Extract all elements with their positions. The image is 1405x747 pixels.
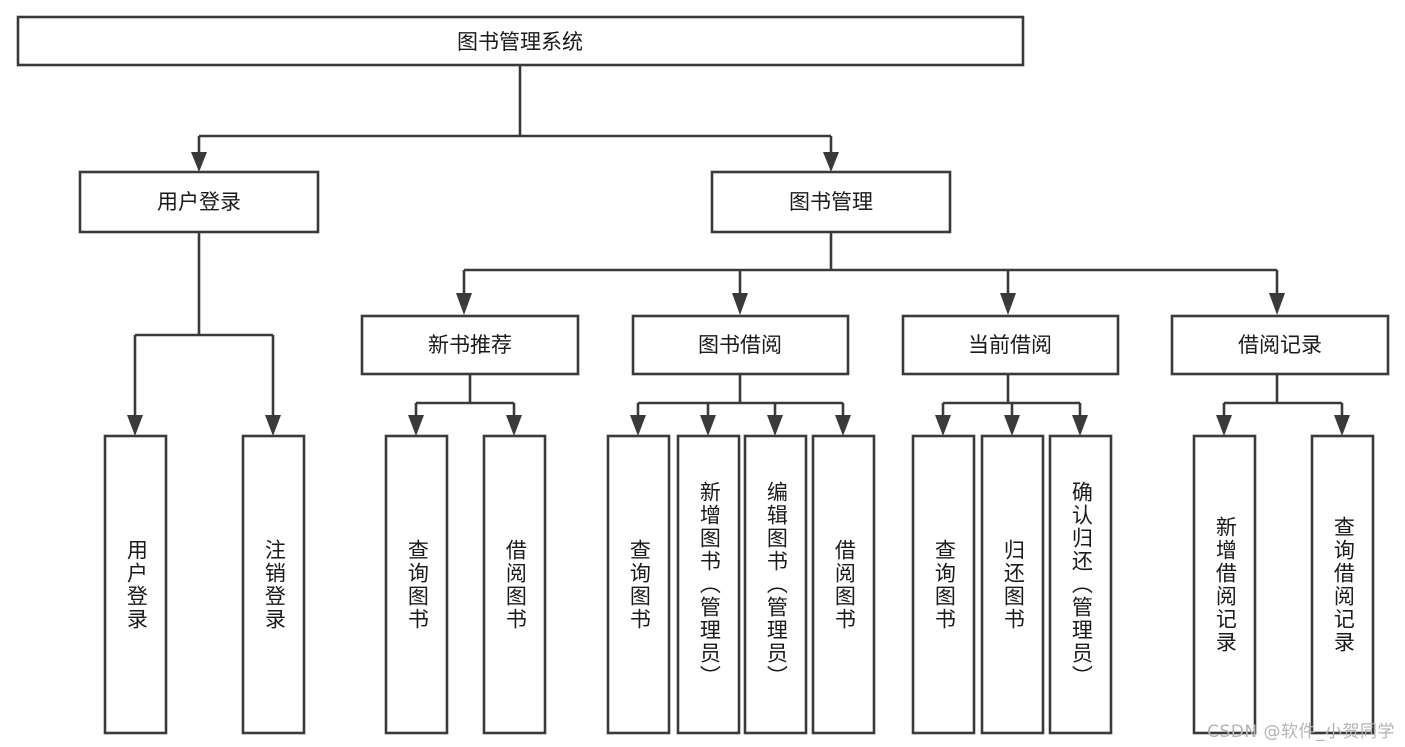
arrow-head-leaf-nbr-1 [408, 415, 424, 436]
leaf-box-user-login-2[interactable] [241, 434, 306, 735]
node-new-book-recommend[interactable]: 新书推荐 [360, 314, 580, 376]
leaf-box-nbr-1[interactable] [384, 434, 449, 735]
node-box-borrow-record[interactable] [1170, 314, 1390, 376]
node-box-new-book-recommend[interactable] [360, 314, 580, 376]
arrow-head-book-mgmt [823, 152, 839, 172]
leaf-box-cb-2[interactable] [980, 434, 1045, 735]
node-label-current-borrow: 当前借阅 [968, 333, 1052, 357]
connector-group-book-mgmt [456, 232, 1285, 315]
node-label-user-login: 用户登录 [157, 190, 241, 214]
node-label-root: 图书管理系统 [457, 30, 583, 54]
leaf-box-cb-1[interactable] [911, 434, 976, 735]
node-root-system[interactable]: 图书管理系统 [16, 15, 1025, 67]
leaf-box-nbr-2[interactable] [482, 434, 547, 735]
arrow-head-leaf-br-2 [1334, 415, 1350, 436]
connector-group-new-book-recommend [408, 374, 522, 436]
connector-group-book-borrow [630, 374, 851, 436]
leaf-box-user-login-1[interactable] [103, 434, 168, 735]
arrow-head-leaf-cb-3 [1072, 415, 1088, 436]
node-box-user-login[interactable] [78, 170, 320, 234]
connector-group-user-login [127, 232, 281, 436]
leaf-box-br-2[interactable] [1310, 434, 1375, 735]
node-current-borrow[interactable]: 当前借阅 [901, 314, 1120, 376]
node-box-book-borrow[interactable] [631, 314, 850, 376]
arrow-head-user-login [191, 152, 207, 172]
arrow-head-leaf-user-login-2 [265, 415, 281, 436]
node-user-login[interactable]: 用户登录 [78, 170, 320, 234]
arrow-head-leaf-cb-1 [935, 415, 951, 436]
leaf-box-bb-4[interactable] [811, 434, 876, 735]
node-book-management[interactable]: 图书管理 [710, 170, 952, 234]
leaf-box-br-1[interactable] [1192, 434, 1257, 735]
leaf-box-cb-3[interactable] [1048, 434, 1113, 735]
node-label-book-management: 图书管理 [789, 190, 873, 214]
node-box-book-management[interactable] [710, 170, 952, 234]
node-label-borrow-record: 借阅记录 [1238, 333, 1322, 357]
arrow-head-book-borrow [732, 293, 748, 315]
arrow-head-leaf-user-login-1 [127, 415, 143, 436]
arrow-head-current-borrow [1000, 293, 1016, 315]
leaf-box-bb-3[interactable] [743, 434, 808, 735]
arrow-head-borrow-record [1269, 293, 1285, 315]
arrow-head-leaf-br-1 [1216, 415, 1232, 436]
leaf-box-bb-1[interactable] [606, 434, 671, 735]
node-borrow-record[interactable]: 借阅记录 [1170, 314, 1390, 376]
arrow-head-leaf-bb-1 [630, 415, 646, 436]
arrow-head-leaf-nbr-2 [506, 415, 522, 436]
connector-group-borrow-record [1216, 374, 1350, 436]
arrow-head-leaf-bb-2 [700, 415, 716, 436]
arrow-head-new-book-recommend [456, 293, 472, 315]
node-book-borrow[interactable]: 图书借阅 [631, 314, 850, 376]
node-label-book-borrow: 图书借阅 [698, 333, 782, 357]
connector-group-root [191, 65, 839, 172]
arrow-head-leaf-bb-4 [835, 415, 851, 436]
connector-group-current-borrow [935, 374, 1088, 436]
leaf-box-bb-2[interactable] [676, 434, 741, 735]
node-box-root[interactable] [16, 15, 1025, 67]
node-label-new-book-recommend: 新书推荐 [428, 333, 512, 357]
arrow-head-leaf-bb-3 [767, 415, 783, 436]
arrow-head-leaf-cb-2 [1004, 415, 1020, 436]
node-box-current-borrow[interactable] [901, 314, 1120, 376]
csdn-watermark: CSDN @软件_小贺同学 [1207, 722, 1395, 742]
